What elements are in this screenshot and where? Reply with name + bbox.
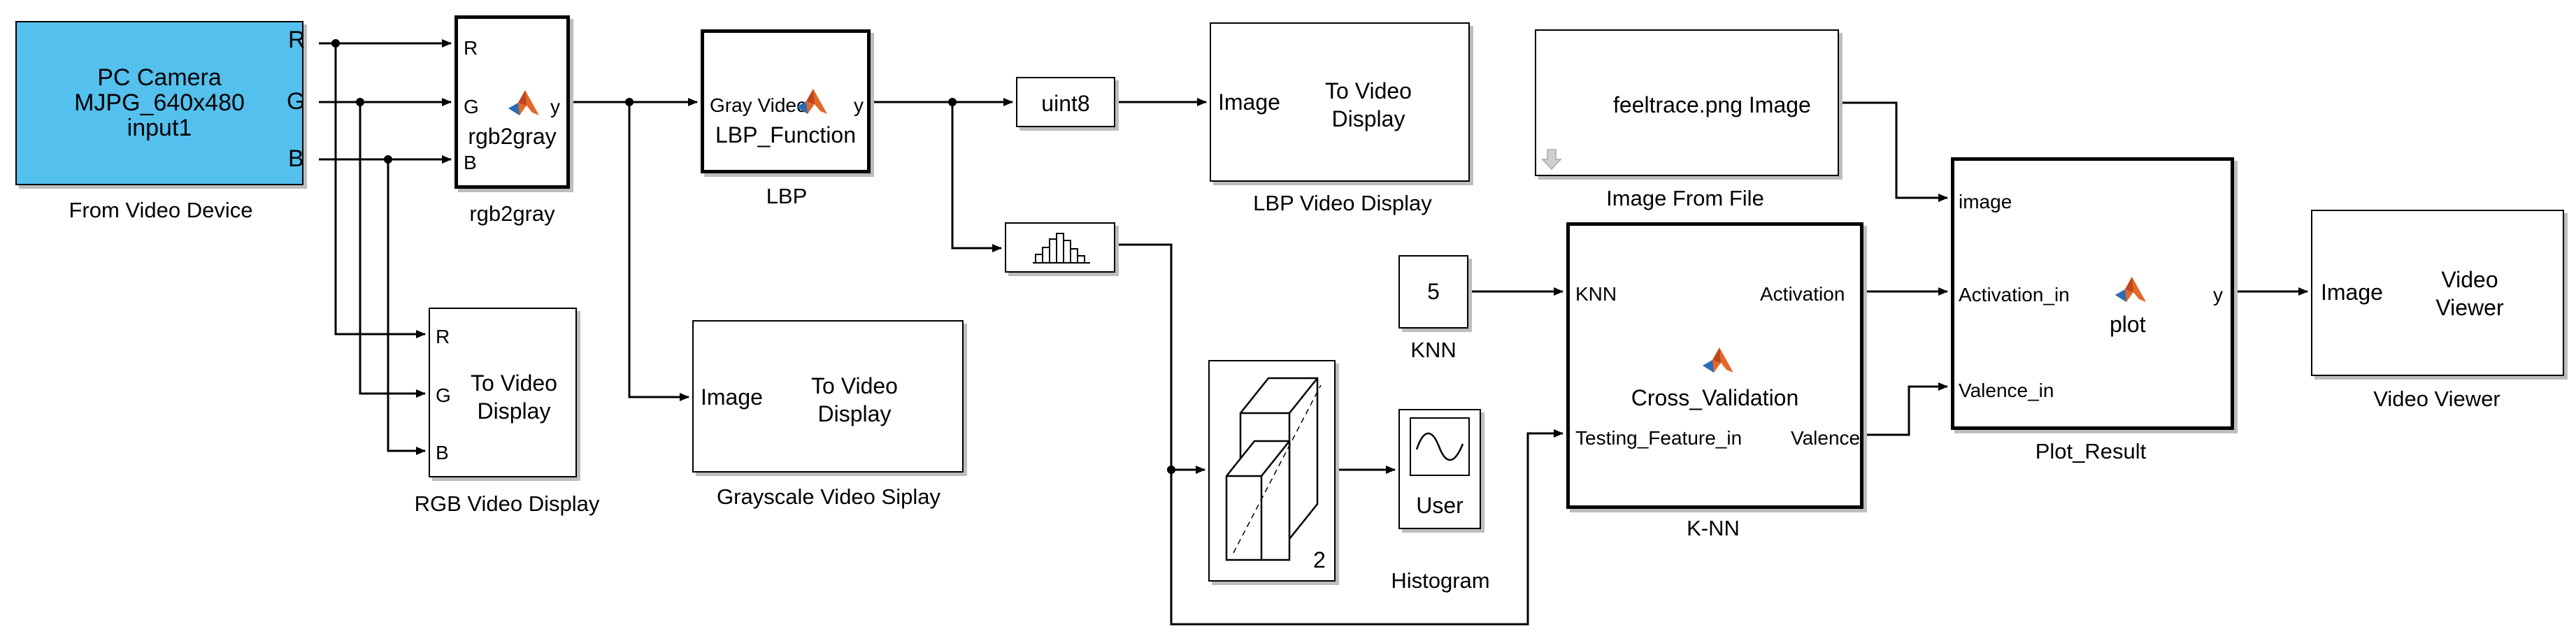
grayscale-video-display-block[interactable]: Image To Video Display bbox=[692, 320, 964, 473]
knn-caption: K-NN bbox=[1687, 516, 1740, 540]
camera-port-g: G bbox=[287, 88, 306, 115]
rgb-video-display-block[interactable]: R G B To Video Display bbox=[429, 308, 577, 477]
gray-display-port: Image bbox=[701, 384, 763, 410]
camera-line-2: MJPG_640x480 bbox=[74, 89, 245, 116]
viewer-port: Image bbox=[2321, 280, 2383, 305]
plot-port-valence: Valence_in bbox=[1959, 380, 2054, 401]
camera-caption: From Video Device bbox=[69, 198, 253, 222]
uint8-convert-block[interactable]: uint8 bbox=[1016, 77, 1115, 127]
rgb-display-port-r: R bbox=[436, 326, 450, 347]
knn-constant-block[interactable]: 5 bbox=[1398, 255, 1468, 329]
scope-label: User bbox=[1416, 493, 1464, 518]
rgb2gray-caption: rgb2gray bbox=[469, 201, 555, 226]
histogram-block[interactable] bbox=[1005, 222, 1115, 273]
knn-label: Cross_Validation bbox=[1631, 385, 1799, 410]
histogram-icon bbox=[1033, 233, 1090, 264]
viewer-caption: Video Viewer bbox=[2373, 387, 2500, 411]
matlab-logo-icon bbox=[2115, 277, 2146, 302]
histogram-scope-block[interactable]: User bbox=[1398, 409, 1481, 529]
matlab-logo-icon bbox=[796, 89, 827, 114]
knn-port-activation: Activation bbox=[1760, 283, 1845, 305]
buffer-stack-icon bbox=[1225, 377, 1322, 561]
lbp-port-in: Gray Video bbox=[710, 94, 808, 116]
lbp-block[interactable]: Gray Video y LBP_Function bbox=[701, 29, 871, 173]
knn-port-knn: KNN bbox=[1575, 283, 1617, 305]
rgb2gray-label: rgb2gray bbox=[468, 124, 557, 149]
rgb-display-label: To Video Display bbox=[471, 370, 557, 424]
matlab-logo-icon bbox=[1703, 347, 1733, 373]
rgb-display-port-g: G bbox=[436, 384, 451, 406]
plot-port-y: y bbox=[2213, 284, 2223, 305]
from-video-device-block[interactable]: PC Camera MJPG_640x480 input1 bbox=[15, 21, 303, 185]
lbp-caption: LBP bbox=[766, 184, 808, 208]
knn-constant-value: 5 bbox=[1427, 279, 1440, 304]
viewer-label: Video Viewer bbox=[2435, 267, 2504, 320]
lbp-video-display-block[interactable]: Image To Video Display bbox=[1210, 22, 1470, 182]
buffer-value: 2 bbox=[1313, 547, 1326, 572]
camera-port-b: B bbox=[288, 145, 304, 172]
rgb2gray-port-b: B bbox=[464, 152, 477, 173]
lbp-display-port: Image bbox=[1218, 89, 1280, 115]
lbp-display-caption: LBP Video Display bbox=[1253, 191, 1432, 215]
gray-display-caption: Grayscale Video Siplay bbox=[717, 484, 940, 509]
buffer-block[interactable]: 2 bbox=[1208, 360, 1336, 582]
rgb-display-caption: RGB Video Display bbox=[414, 491, 600, 516]
rgb2gray-block[interactable]: R G B y rgb2gray bbox=[455, 15, 570, 189]
camera-port-r: R bbox=[288, 27, 306, 53]
scope-caption: Histogram bbox=[1391, 568, 1490, 593]
scope-wave-icon bbox=[1415, 432, 1464, 461]
image-file-label: feeltrace.png Image bbox=[1613, 92, 1811, 117]
knn-cross-validation-block[interactable]: KNN Testing_Feature_in Activation Valenc… bbox=[1566, 222, 1863, 509]
lbp-label: LBP_Function bbox=[715, 122, 856, 147]
rgb-display-port-b: B bbox=[436, 442, 449, 463]
scope-screen bbox=[1410, 417, 1470, 476]
rgb2gray-port-y: y bbox=[550, 96, 560, 117]
video-viewer-block[interactable]: Image Video Viewer bbox=[2311, 210, 2564, 376]
lbp-display-label: To Video Display bbox=[1325, 78, 1412, 131]
image-from-file-block[interactable]: feeltrace.png Image bbox=[1535, 29, 1839, 176]
gray-display-label: To Video Display bbox=[811, 373, 898, 426]
knn-constant-caption: KNN bbox=[1410, 338, 1457, 362]
knn-port-valence: Valence bbox=[1791, 427, 1861, 449]
plot-label: plot bbox=[2110, 312, 2146, 337]
plot-caption: Plot_Result bbox=[2035, 439, 2147, 463]
plot-port-activation: Activation_in bbox=[1959, 284, 2070, 305]
lbp-port-y: y bbox=[854, 94, 864, 116]
rgb2gray-port-r: R bbox=[464, 37, 478, 59]
matlab-logo-icon bbox=[508, 90, 539, 115]
knn-port-testing: Testing_Feature_in bbox=[1575, 427, 1743, 449]
plot-port-image: image bbox=[1959, 191, 2012, 213]
image-file-caption: Image From File bbox=[1606, 186, 1764, 210]
plot-result-block[interactable]: image Activation_in Valence_in y plot bbox=[1951, 157, 2234, 430]
down-arrow-icon bbox=[1541, 149, 1562, 171]
camera-line-1: PC Camera bbox=[97, 64, 222, 91]
camera-line-3: input1 bbox=[127, 115, 192, 141]
uint8-label: uint8 bbox=[1041, 91, 1090, 116]
rgb2gray-port-g: G bbox=[464, 96, 479, 117]
